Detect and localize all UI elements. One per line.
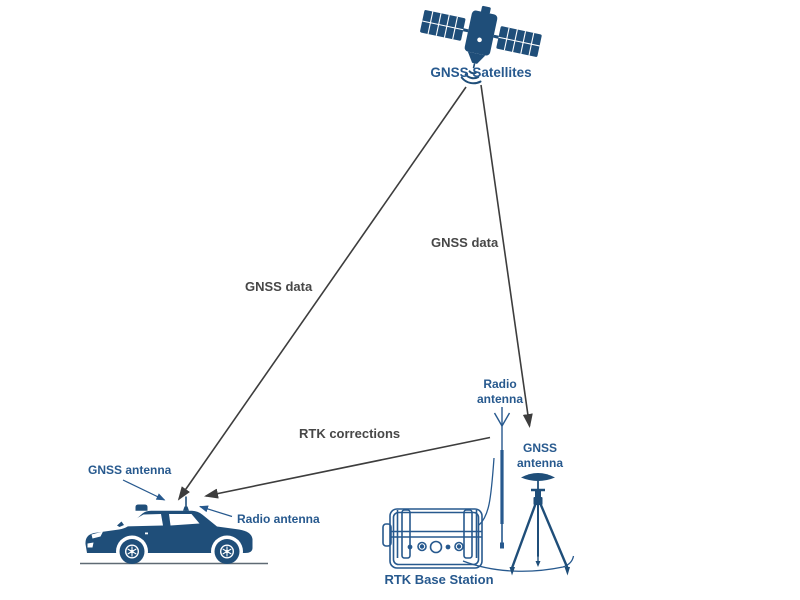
base-station-case-icon — [382, 508, 483, 569]
gnss-data-label-right: GNSS data — [431, 235, 499, 250]
base-radio-antenna-label-line2: antenna — [477, 392, 523, 406]
base-gnss-antenna-label-line2: antenna — [517, 456, 563, 470]
base-radio-antenna-label-line1: Radio — [483, 377, 516, 391]
car-rear-window — [169, 514, 200, 526]
gnss-data-arrow-right — [480, 84, 533, 428]
car-front-window — [122, 514, 163, 527]
case-latch — [463, 509, 473, 559]
car-rear-wheel — [213, 538, 241, 565]
rover-radio-antenna-label: Radio antenna — [237, 512, 320, 526]
gnss-satellites-label: GNSS Satellites — [430, 65, 531, 80]
base-gnss-antenna-label-line1: GNSS — [523, 441, 557, 455]
gnss-data-label-left: GNSS data — [245, 279, 313, 294]
rover-radio-antenna-pointer-arrow — [199, 505, 233, 518]
rover-gnss-antenna-pointer-arrow — [122, 479, 166, 501]
tripod-cable — [462, 555, 575, 572]
antenna-cable — [478, 457, 495, 526]
satellite-body — [464, 10, 498, 56]
rover-gnss-antenna-label: GNSS antenna — [88, 463, 172, 477]
satellite-panel-grid — [422, 11, 540, 56]
gnss-antenna-dome — [521, 473, 555, 481]
car-gnss-antenna-icon — [135, 504, 148, 511]
case-latch — [401, 509, 411, 559]
base-radio-antenna-icon — [462, 407, 575, 572]
satellite-signal-waves-icon — [460, 70, 482, 85]
rtk-base-station-label: RTK Base Station — [384, 572, 493, 587]
satellite-dish — [467, 51, 486, 64]
case-handle — [382, 523, 392, 547]
rover-car-icon — [80, 496, 268, 568]
rtk-corrections-label: RTK corrections — [299, 426, 400, 441]
rtk-corrections-arrow — [204, 436, 491, 499]
gnss-data-arrow-left — [177, 86, 467, 501]
base-gnss-tripod-icon — [509, 473, 570, 576]
car-headlight — [91, 531, 103, 539]
car-front-wheel — [118, 538, 146, 565]
gnss-satellite-icon — [420, 5, 542, 85]
car-mirror — [117, 521, 124, 527]
